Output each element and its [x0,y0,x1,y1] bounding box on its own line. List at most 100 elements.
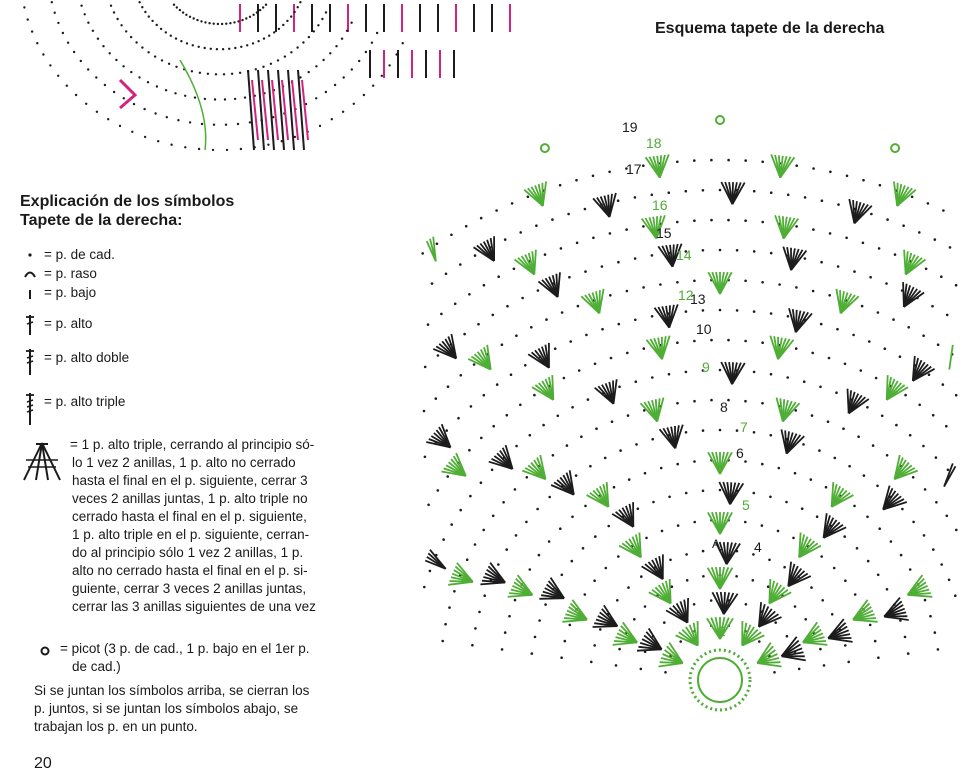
chain-dot [240,45,243,48]
chain-dot [955,528,958,532]
chain-dot [477,322,480,326]
chain-dot [503,631,507,634]
chain-dot [643,605,647,608]
chain-dot [889,540,893,543]
chain-dot [634,318,637,322]
chain-dot [282,23,285,27]
chain-dot [83,13,86,16]
treble-crochet-icon [26,349,34,375]
chain-dot [877,656,880,659]
chain-dot [701,549,705,553]
chain-dot [538,619,541,622]
chain-dot [593,579,596,582]
chain-dot [479,481,483,485]
chain-dot [223,98,227,101]
chain-dot [795,164,798,167]
chain-dot [744,219,747,222]
chain-dot [761,341,764,345]
chain-dot [448,606,451,609]
stitch-stroke [894,469,919,481]
chain-dot [141,6,144,9]
chain-dot [72,50,76,54]
stitch-stroke [549,577,565,599]
chain-dot [618,385,621,389]
row-number-label: 2 [718,623,726,639]
stitch-stroke [831,494,854,508]
chain-dot [701,249,705,252]
chain-dot [49,64,52,67]
chain-dot [786,315,790,318]
chain-dot [483,594,486,597]
chain-dot [530,652,534,655]
chain-dot [197,45,200,48]
chain-dot [543,253,547,256]
chain-dot [445,429,448,432]
chain-dot [617,260,620,264]
chain-dot [180,40,183,43]
chain-dot [30,30,34,33]
chain-dot [668,495,671,499]
chain-dot [843,535,846,538]
chain-dot [617,555,620,558]
stitch-stroke [551,375,555,400]
stitch-stroke [882,501,908,511]
chain-dot [645,536,648,540]
chain-dot [828,232,832,235]
chain-dot [702,575,705,578]
chain-dot [426,323,430,326]
stitch-stroke [671,243,683,268]
row-number-label: 14 [676,247,692,263]
chain-dot [245,17,248,20]
chain-dot [608,170,611,174]
chain-dot [845,174,849,178]
double-crochet-icon [26,315,34,335]
stitch-stroke [686,597,689,623]
chain-dot [852,333,855,337]
chain-dot [832,566,836,570]
chain-dot [752,250,756,253]
chain-dot [269,62,273,65]
chain-dot [744,339,747,343]
chain-dot [676,401,679,405]
chain-dot [42,53,45,56]
chain-dot [65,84,69,87]
chain-dot [785,634,789,638]
row-number-label: 15 [656,225,672,241]
chain-dot [422,409,426,413]
stitch-stroke [622,621,638,643]
chain-dot [802,380,806,384]
chain-dot [923,488,927,491]
chain-dot [533,393,536,397]
chain-dot [593,644,596,647]
chain-dot [693,520,696,524]
chain-dot [886,218,889,221]
stitch-stroke [608,192,617,218]
chain-dot [380,74,383,78]
chain-dot [559,527,562,530]
chain-dot [861,241,865,245]
chain-dot [853,593,857,596]
chain-dot [819,322,823,326]
chain-dot [225,22,228,25]
chain-dot [718,188,722,192]
chain-dot [258,8,262,12]
chain-dot [213,98,217,101]
chain-dot [693,279,696,283]
chain-dot [902,224,905,227]
start-label: A [712,537,720,551]
chain-dot [592,236,595,240]
chain-dot [934,456,938,459]
chain-dot [898,355,902,359]
chain-dot [509,373,513,377]
chain-dot [468,293,471,296]
join-note: Si se juntan los símbolos arriba, se cie… [34,682,334,736]
chain-dot [188,15,192,18]
chain-dot [178,8,182,12]
chain-dot [718,248,722,252]
chain-dot [634,380,638,384]
chain-dot [528,433,532,437]
chain-dot [482,393,486,397]
chain-dot [584,270,587,273]
chain-dot [803,257,807,260]
stitch-stroke [598,288,605,314]
